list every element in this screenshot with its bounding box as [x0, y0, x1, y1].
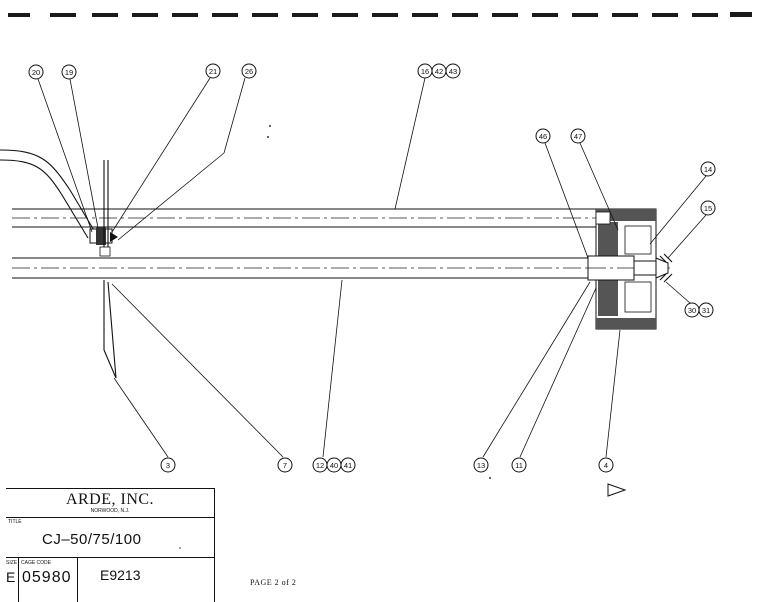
title-section: TITLE CJ–50/75/100 — [6, 517, 214, 558]
balloon-7: 7 — [277, 457, 293, 473]
size-cell: SIZE E — [6, 557, 19, 602]
lower-tube — [12, 257, 588, 279]
svg-text:26: 26 — [245, 67, 253, 76]
code-section: SIZE E CAGE CODE 05980 E9213 — [6, 557, 214, 602]
balloon-13: 13 — [473, 457, 489, 473]
balloon-4: 4 — [598, 457, 614, 473]
page-number: PAGE 2 of 2 — [250, 578, 297, 587]
balloon-19: 19 — [61, 64, 77, 80]
balloon-20: 20 — [28, 64, 44, 80]
cage-code-label: CAGE CODE — [21, 560, 52, 566]
company-section: ARDE, INC. NORWOOD, N.J. — [6, 489, 214, 518]
company-name: ARDE, INC. — [65, 491, 155, 508]
svg-text:43: 43 — [449, 67, 457, 76]
balloon-3: 3 — [160, 457, 176, 473]
balloon-40: 40 — [326, 457, 342, 473]
balloon-21: 21 — [205, 63, 221, 79]
svg-text:7: 7 — [283, 461, 287, 470]
svg-text:47: 47 — [574, 132, 582, 141]
nozzle-head-assembly — [587, 208, 673, 330]
svg-text:14: 14 — [704, 165, 712, 174]
title-block: ARDE, INC. NORWOOD, N.J. TITLE CJ–50/75/… — [6, 488, 215, 602]
fitting-cluster — [89, 160, 118, 257]
balloon-43: 43 — [445, 63, 461, 79]
upper-tube — [12, 208, 596, 228]
cage-code-cell: CAGE CODE 05980 — [19, 557, 78, 602]
revision-triangle-icon — [607, 483, 627, 497]
drawing-number-cell: E9213 — [78, 557, 212, 602]
balloon-11: 11 — [511, 457, 527, 473]
svg-text:13: 13 — [477, 461, 485, 470]
cage-code-value: 05980 — [22, 569, 72, 586]
company-city: NORWOOD, N.J. — [90, 508, 130, 514]
bent-inlet-pipe — [0, 149, 96, 239]
svg-text:16: 16 — [421, 67, 429, 76]
balloon-12: 12 — [312, 457, 328, 473]
balloon-46: 46 — [535, 128, 551, 144]
balloon-31: 31 — [698, 302, 714, 318]
title-value: CJ–50/75/100 — [42, 531, 142, 548]
balloon-41: 41 — [340, 457, 356, 473]
svg-text:4: 4 — [604, 461, 608, 470]
balloon-14: 14 — [700, 161, 716, 177]
svg-text:12: 12 — [316, 461, 324, 470]
svg-text:20: 20 — [32, 68, 40, 77]
size-label: SIZE — [6, 560, 18, 566]
balloon-15: 15 — [700, 200, 716, 216]
title-label: TITLE — [8, 519, 22, 525]
svg-text:19: 19 — [65, 68, 73, 77]
svg-text:31: 31 — [702, 306, 710, 315]
balloon-42: 42 — [431, 63, 447, 79]
svg-text:15: 15 — [704, 204, 712, 213]
svg-text:42: 42 — [435, 67, 443, 76]
svg-text:3: 3 — [166, 461, 170, 470]
leader-lines — [37, 77, 707, 458]
drawing-number: E9213 — [100, 567, 141, 583]
svg-text:46: 46 — [539, 132, 547, 141]
balloon-16: 16 — [417, 63, 433, 79]
top-border-dashes — [8, 12, 752, 17]
svg-text:21: 21 — [209, 67, 217, 76]
svg-text:41: 41 — [344, 461, 352, 470]
scan-specks — [179, 125, 491, 549]
balloon-47: 47 — [570, 128, 586, 144]
balloon-26: 26 — [241, 63, 257, 79]
svg-text:11: 11 — [515, 461, 523, 470]
svg-text:30: 30 — [688, 306, 696, 315]
mounting-bracket — [103, 280, 117, 379]
svg-text:40: 40 — [330, 461, 338, 470]
balloon-30: 30 — [684, 302, 700, 318]
size-value: E — [6, 569, 16, 585]
